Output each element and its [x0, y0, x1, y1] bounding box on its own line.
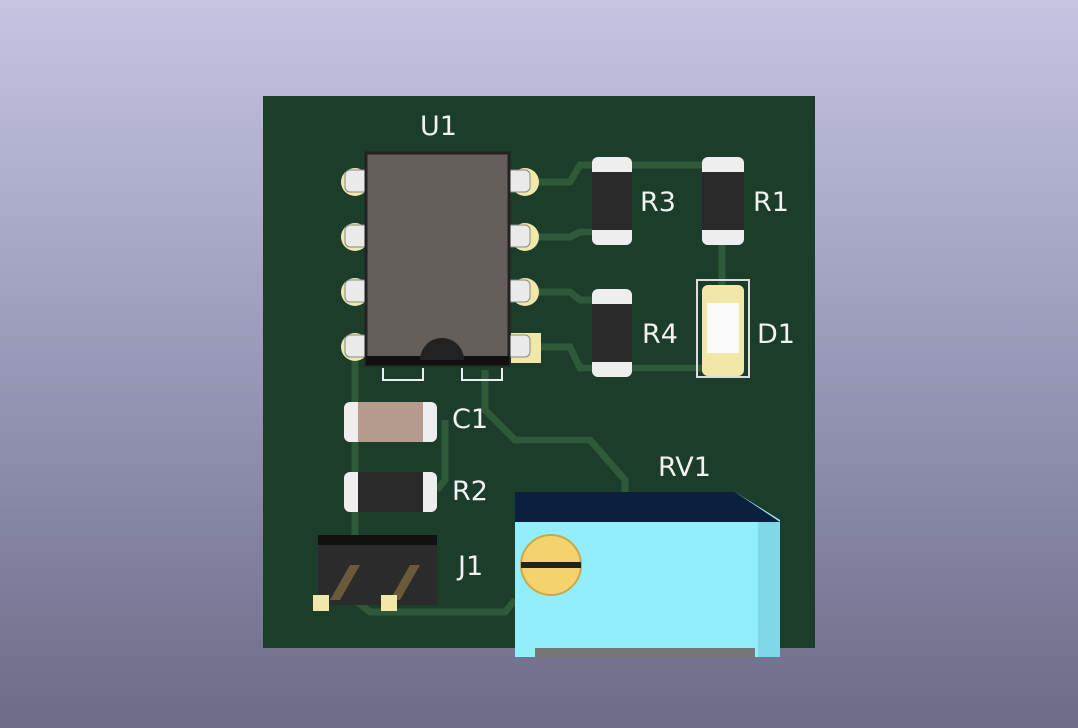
label-j1: J1 [456, 551, 483, 582]
ic-u1 [341, 151, 541, 381]
label-c1: C1 [452, 404, 488, 435]
label-r1: R1 [753, 187, 789, 218]
resistor-r1 [702, 157, 744, 245]
label-r2: R2 [452, 476, 488, 507]
label-d1: D1 [757, 319, 795, 350]
traces [351, 161, 726, 616]
label-r4: R4 [642, 319, 678, 350]
led-d1 [696, 279, 750, 378]
label-rv1: RV1 [658, 452, 711, 483]
reference-labels: U1 R3 R1 R4 D1 C1 R2 RV1 J1 [420, 111, 795, 582]
capacitor-c1 [344, 402, 437, 442]
header-j1 [313, 535, 437, 611]
label-u1: U1 [420, 111, 457, 142]
resistor-r2 [344, 472, 437, 512]
label-r3: R3 [640, 187, 676, 218]
potentiometer-rv1 [515, 492, 780, 657]
resistor-r3 [592, 157, 632, 245]
resistor-r4 [592, 289, 632, 377]
